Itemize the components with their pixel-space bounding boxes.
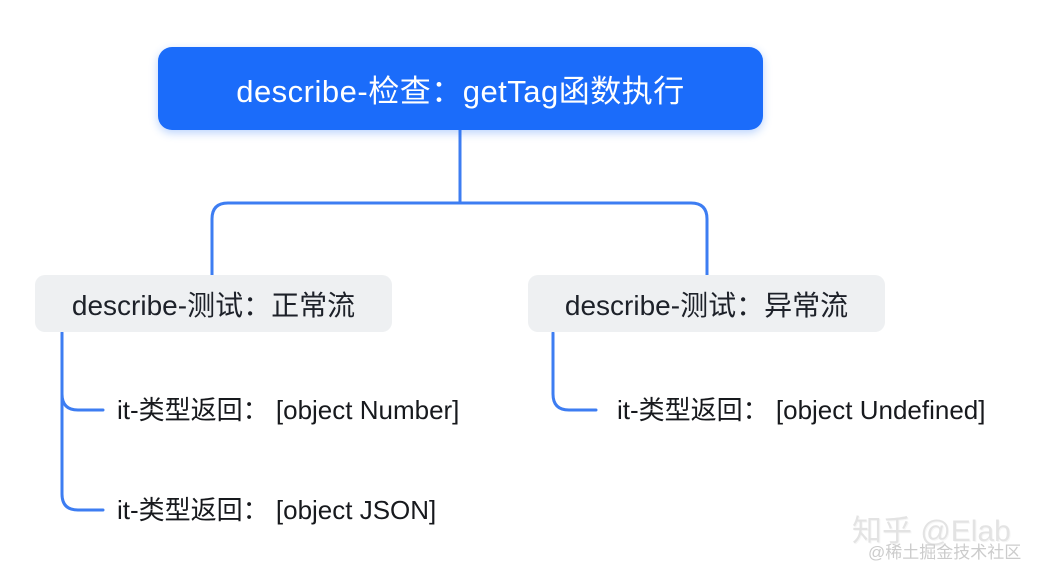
connector-left-leaf-1 — [60, 331, 105, 412]
watermark-zhihu: 知乎 @Elab — [852, 515, 1011, 548]
branch-node-label: describe-测试：正常流 — [71, 289, 356, 321]
branch-node-normal-flow: describe-测试：正常流 — [35, 275, 392, 332]
branch-node-error-flow: describe-测试：异常流 — [528, 275, 885, 332]
watermark-juejin: @稀土掘金技术社区 — [868, 543, 1022, 562]
leaf-node-object-number: it-类型返回： [object Number] — [117, 395, 460, 425]
connector-left-leaf-2 — [60, 331, 105, 512]
root-node-label: describe-检查：getTag函数执行 — [236, 74, 685, 109]
root-node: describe-检查：getTag函数执行 — [158, 47, 763, 130]
branch-node-label: describe-测试：异常流 — [564, 289, 849, 321]
connector-right-leaf-1 — [551, 331, 598, 412]
leaf-node-object-json: it-类型返回： [object JSON] — [117, 495, 437, 525]
leaf-node-object-undefined: it-类型返回： [object Undefined] — [617, 395, 986, 425]
connector-root-bracket — [210, 201, 709, 279]
